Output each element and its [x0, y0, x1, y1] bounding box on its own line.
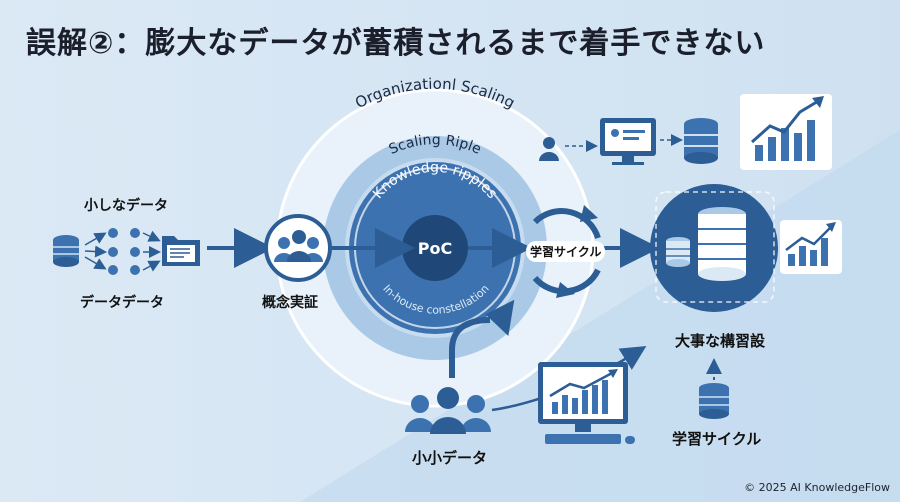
- people-label: 小小データ: [412, 449, 488, 467]
- system-label: 大事な構習設: [675, 332, 766, 350]
- growth-chart-icon-top: [740, 94, 832, 170]
- monitor-profile-icon: [600, 118, 656, 165]
- cycle-label: 学習サイクル: [526, 241, 606, 262]
- database-icon-left: [53, 235, 79, 267]
- poc-core: [402, 215, 468, 281]
- server-stack-icon: [698, 207, 746, 281]
- database-icon-top: [684, 118, 718, 164]
- people-group-icon: [405, 387, 491, 434]
- page-title: 誤解②：膨大なデータが蓄積されるまで着手できない: [26, 26, 766, 61]
- database-icon-small: [666, 237, 690, 267]
- folder-icon: [162, 236, 200, 266]
- data-dots: [108, 228, 140, 275]
- left-bottom-label: データデータ: [80, 295, 164, 311]
- poc-core-label: PoC: [418, 239, 452, 258]
- left-top-label: 小しなデータ: [84, 198, 168, 214]
- right-bottom-label: 学習サイクル: [672, 430, 762, 448]
- data-dots-arrows: [84, 230, 161, 272]
- growth-chart-icon-right: [780, 220, 842, 274]
- person-icon-top: [539, 137, 559, 161]
- team-group-icon: [264, 214, 332, 282]
- computer-analytics-icon: [538, 362, 635, 444]
- database-icon-bottom: [699, 383, 729, 419]
- arrow-people-up: [449, 317, 491, 378]
- cycle-arrow-top: [532, 208, 601, 239]
- copyright-text: © 2025 AI KnowledgeFlow: [744, 481, 890, 494]
- poc-group-label: 概念実証: [262, 295, 318, 311]
